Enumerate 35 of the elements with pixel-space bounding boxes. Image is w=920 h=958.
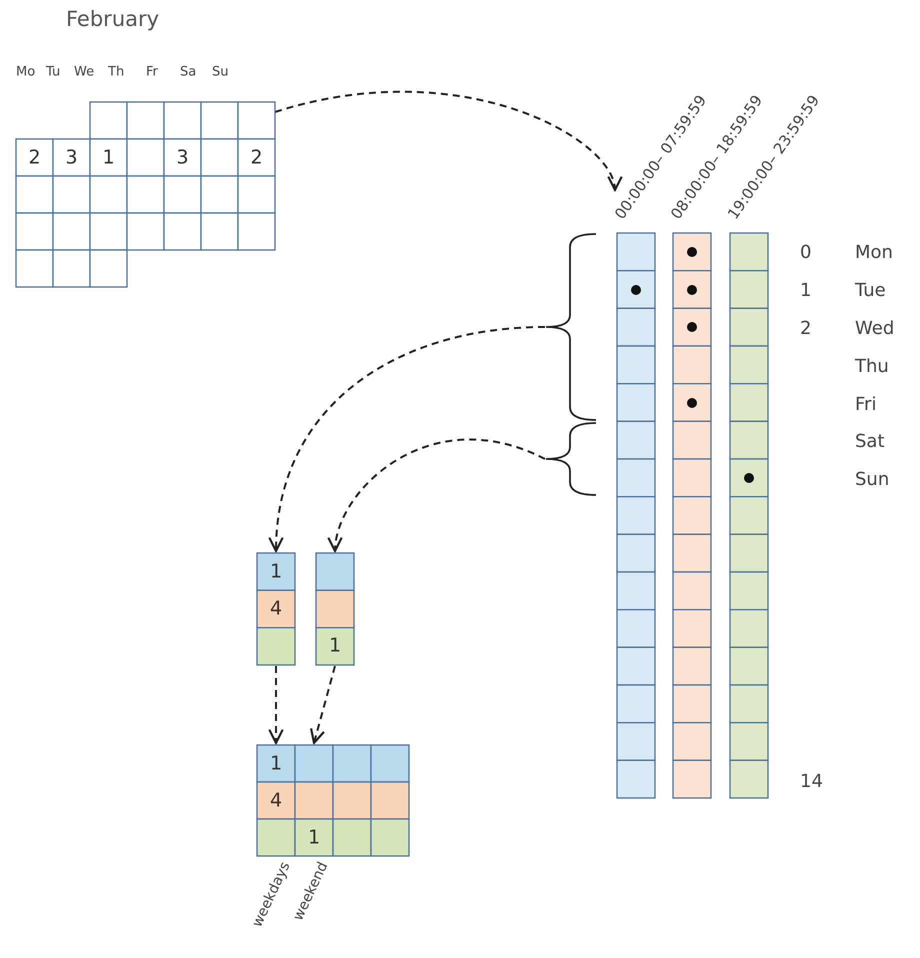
row-index: 0 <box>800 244 812 262</box>
count-value: 4 <box>270 600 282 618</box>
count-value: 1 <box>270 562 282 582</box>
row-index: 1 <box>800 282 812 300</box>
count-value: 4 <box>270 791 282 810</box>
count-value: 1 <box>270 754 282 773</box>
day-name: Sun <box>855 471 890 489</box>
dashed-arrow <box>269 326 546 552</box>
dashed-arrow <box>328 438 546 552</box>
weekday-header: Mo <box>16 66 36 78</box>
day-name: Fri <box>855 396 876 414</box>
day-count: 1 <box>102 148 115 167</box>
row-index: 14 <box>800 773 823 791</box>
day-name: Wed <box>855 320 894 338</box>
day-name: Sat <box>855 433 885 451</box>
dashed-arrow <box>274 90 620 192</box>
weekday-header: Fr <box>146 66 158 78</box>
count-value: 1 <box>308 828 320 847</box>
day-count: 3 <box>65 148 78 167</box>
day-count: 2 <box>250 148 263 167</box>
dashed-arrow <box>268 666 284 744</box>
weekday-header: Tu <box>46 66 60 78</box>
day-name: Mon <box>855 244 893 262</box>
day-count: 3 <box>176 148 189 167</box>
day-name: Thu <box>855 358 889 376</box>
weekday-header: Sa <box>180 66 196 78</box>
weekday-header: Th <box>108 66 124 78</box>
month-heading: February <box>66 9 160 30</box>
dashed-arrow <box>310 666 336 744</box>
day-count: 2 <box>28 148 41 167</box>
weekday-header: We <box>74 66 94 78</box>
row-index: 2 <box>800 320 812 338</box>
day-name: Tue <box>855 282 886 300</box>
count-value: 1 <box>328 636 342 656</box>
weekday-header: Su <box>212 66 228 78</box>
